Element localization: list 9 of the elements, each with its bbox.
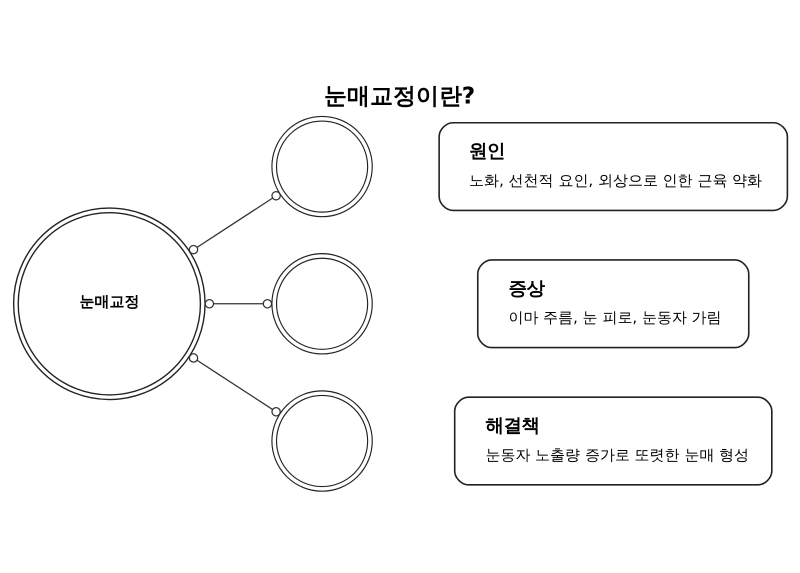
diagram-title: 눈매교정이란? (323, 84, 475, 110)
connector (188, 353, 280, 417)
connector (204, 299, 272, 309)
node-circle (270, 253, 372, 355)
node-circle: 눈매교정 (12, 207, 206, 400)
node-box: 해결책 눈동자 노출량 증가로 또렷한 눈매 형성 (453, 396, 772, 486)
node-box: 원인 노화, 선천적 요인, 외상으로 인한 근육 약화 (438, 122, 788, 212)
connector (188, 191, 280, 254)
node-box: 증상 이마 주름, 눈 피로, 눈동자 가림 (476, 259, 750, 348)
